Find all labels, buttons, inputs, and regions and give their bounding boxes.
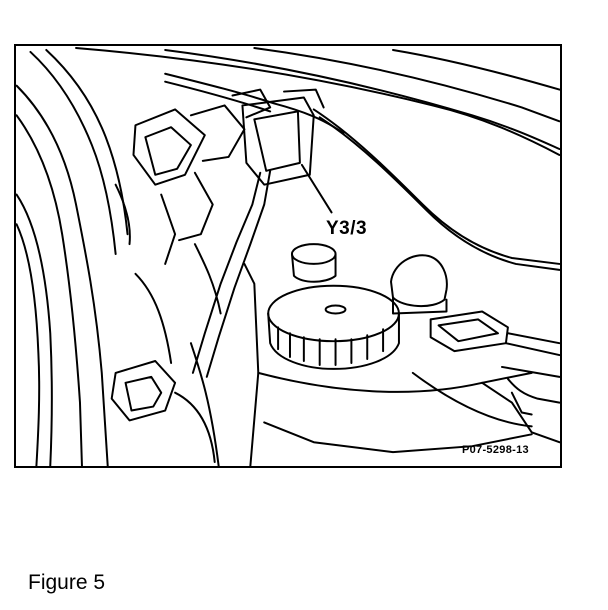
solenoid-valve [191, 88, 325, 378]
figure-caption: Figure 5 [28, 571, 106, 594]
left-hoses [16, 48, 129, 466]
bracket-lower-left [110, 243, 222, 466]
reservoir-body [243, 262, 560, 466]
reference-code: P07-5298-13 [462, 444, 529, 456]
connector-cluster [114, 104, 246, 265]
callout-leader [300, 163, 333, 214]
small-cap [290, 243, 337, 283]
reservoir-cap [267, 284, 400, 370]
pipe-lower-right [500, 365, 560, 416]
engine-bay-illustration: Y3/3 P07-5298-13 [14, 44, 562, 468]
dome-sensor [390, 254, 448, 315]
engine-bay-line-drawing [16, 46, 560, 466]
hood-edge-lines [75, 46, 560, 156]
electrical-plug [429, 310, 560, 357]
component-label-y3-3: Y3/3 [326, 218, 368, 239]
vacuum-line [164, 72, 560, 271]
